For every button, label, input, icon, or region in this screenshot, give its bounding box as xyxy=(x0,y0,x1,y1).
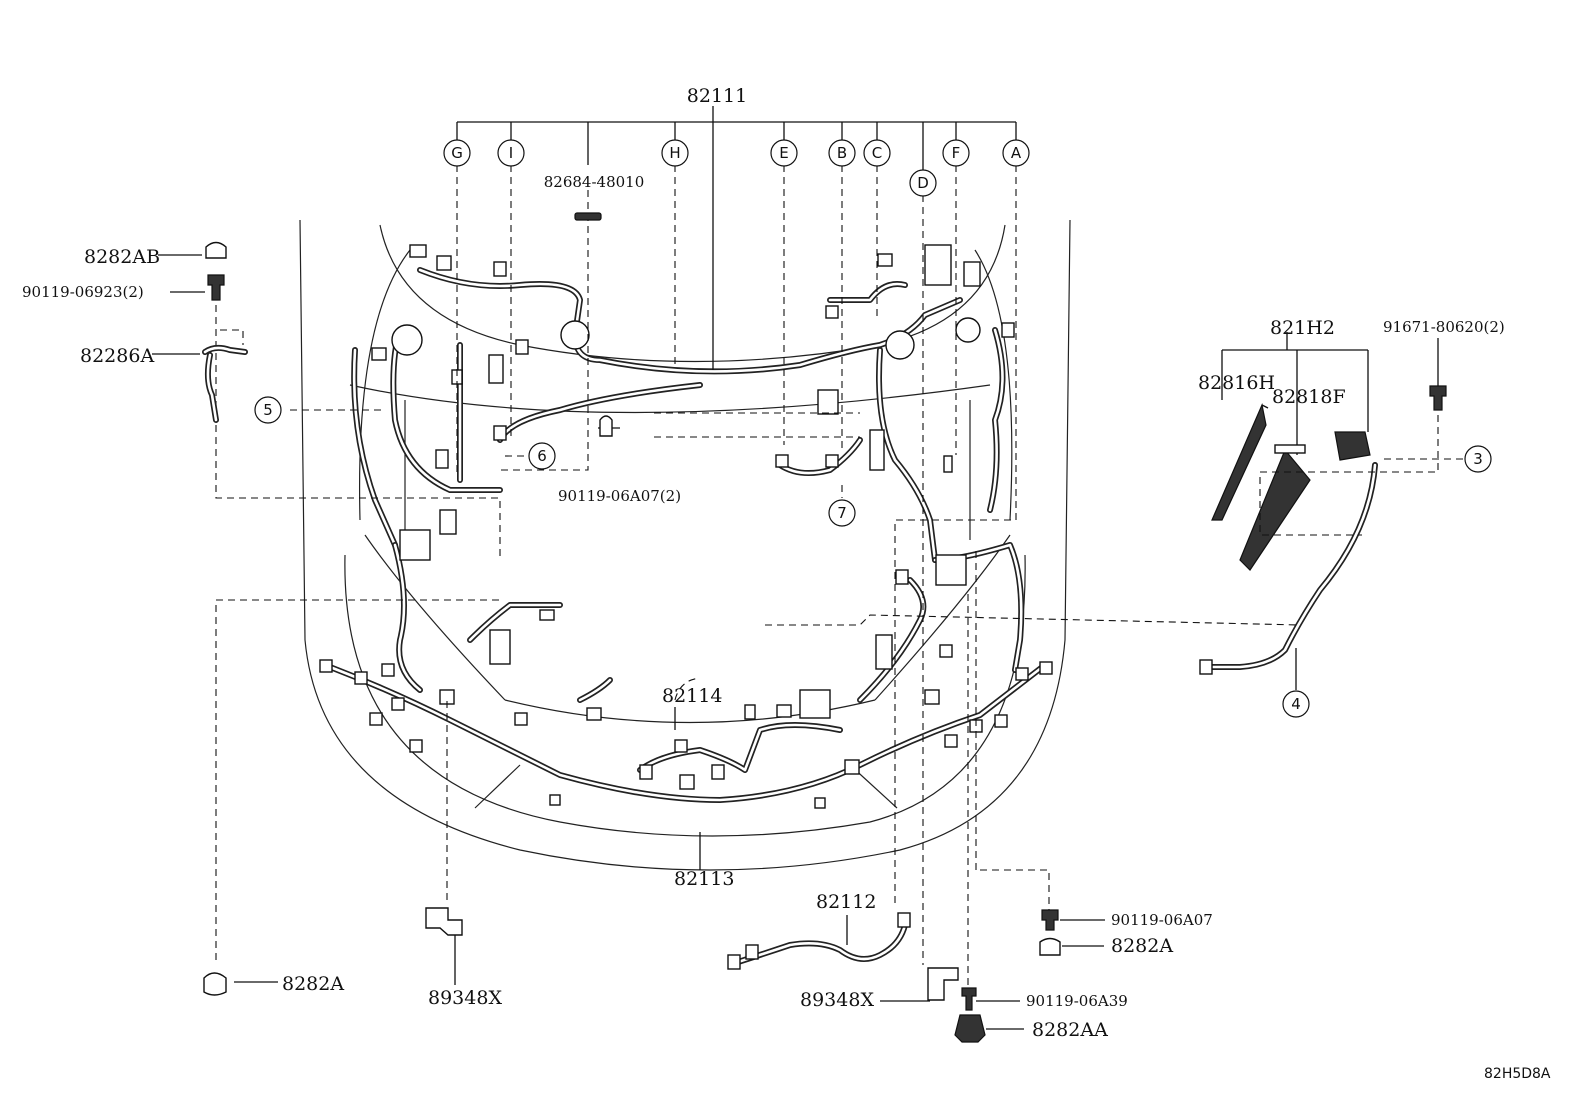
part-82816H xyxy=(1211,403,1267,521)
callout-7: 7 xyxy=(828,499,856,527)
callout-i: I xyxy=(497,139,525,167)
bolt-90119-06923 xyxy=(207,274,225,301)
callout-c: C xyxy=(863,139,891,167)
grommet-8282AA xyxy=(954,1014,986,1043)
label-90119-06A07-2: 90119-06A07(2) xyxy=(558,487,681,505)
part-number-labels: 82111 82684-48010 8282AB 90119-06923(2) … xyxy=(22,85,1551,1082)
callout-3: 3 xyxy=(1464,445,1492,473)
harness-82286A xyxy=(202,344,248,423)
label-89348X-right: 89348X xyxy=(800,989,874,1011)
bolt-90119-06A07 xyxy=(1041,909,1059,931)
label-91671-80620: 91671-80620(2) xyxy=(1383,318,1505,336)
harness-82111 xyxy=(351,267,1006,563)
callout-h: H xyxy=(661,139,689,167)
bolt-90119-06A07-2 xyxy=(599,415,613,437)
label-82684-48010: 82684-48010 xyxy=(544,173,645,191)
leader-82111 xyxy=(456,106,1017,370)
lower-leaders xyxy=(215,550,1050,985)
label-89348X-left: 89348X xyxy=(428,987,502,1009)
label-82816H: 82816H xyxy=(1198,372,1275,394)
callout-drop-lines xyxy=(456,165,1017,965)
svg-text:I: I xyxy=(509,144,513,162)
callout-5: 5 xyxy=(254,396,282,424)
svg-text:7: 7 xyxy=(837,504,847,522)
part-82818F xyxy=(1239,448,1311,571)
diagram-code: 82H5D8A xyxy=(1484,1066,1551,1082)
label-821H2: 821H2 xyxy=(1270,317,1335,339)
svg-text:5: 5 xyxy=(263,401,273,419)
clip-8282A-right xyxy=(1039,937,1061,956)
callout-a: A xyxy=(1002,139,1030,167)
harness-82114 xyxy=(577,677,843,773)
svg-text:D: D xyxy=(917,174,929,192)
svg-text:F: F xyxy=(952,144,961,162)
callout-g: G xyxy=(443,139,471,167)
bracket-89348X-left xyxy=(425,907,463,936)
label-82112: 82112 xyxy=(816,891,876,913)
label-90119-06923: 90119-06923(2) xyxy=(22,283,144,301)
svg-text:3: 3 xyxy=(1473,450,1483,468)
callout-b: B xyxy=(828,139,856,167)
callout-6: 6 xyxy=(528,442,556,470)
harness-connectors xyxy=(319,244,1053,809)
label-82818F: 82818F xyxy=(1272,386,1346,408)
letter-callouts: G I H E B C D F A xyxy=(443,139,1030,197)
svg-text:6: 6 xyxy=(537,447,547,465)
label-8282AB: 8282AB xyxy=(84,246,160,268)
right-parts: 3 4 xyxy=(765,332,1492,718)
svg-text:E: E xyxy=(779,144,788,162)
svg-text:A: A xyxy=(1011,144,1022,162)
clip-8282AB xyxy=(205,241,227,259)
callout-4: 4 xyxy=(1282,690,1310,718)
label-82286A: 82286A xyxy=(80,345,154,367)
callout-e: E xyxy=(770,139,798,167)
harness-82112 xyxy=(727,912,911,970)
left-parts: 5 6 xyxy=(152,241,620,560)
clip-8282A-left xyxy=(203,972,227,996)
right-lower-parts xyxy=(954,909,1105,1043)
label-90119-06A39: 90119-06A39 xyxy=(1026,992,1128,1010)
part-821H2-box xyxy=(1334,431,1371,461)
label-90119-06A07: 90119-06A07 xyxy=(1111,911,1213,929)
label-82111: 82111 xyxy=(687,85,747,107)
bolt-90119-06A39 xyxy=(961,987,977,1011)
callout-d: D xyxy=(909,169,937,197)
svg-text:G: G xyxy=(451,144,463,162)
bolt-91671-80620 xyxy=(1429,385,1447,411)
harness-82113 xyxy=(322,542,1048,803)
label-8282A-right: 8282A xyxy=(1111,935,1173,957)
svg-text:B: B xyxy=(837,144,847,162)
part-82684-48010 xyxy=(574,212,602,221)
label-8282AA: 8282AA xyxy=(1032,1019,1108,1041)
svg-text:4: 4 xyxy=(1291,695,1301,713)
svg-text:H: H xyxy=(669,144,680,162)
bracket-89348X-right xyxy=(927,967,959,1001)
callout-f: F xyxy=(942,139,970,167)
svg-text:C: C xyxy=(872,144,882,162)
label-8282A-left: 8282A xyxy=(282,973,344,995)
vehicle-body-outline xyxy=(299,219,1071,871)
label-82113: 82113 xyxy=(674,868,734,890)
label-82114: 82114 xyxy=(662,685,722,707)
